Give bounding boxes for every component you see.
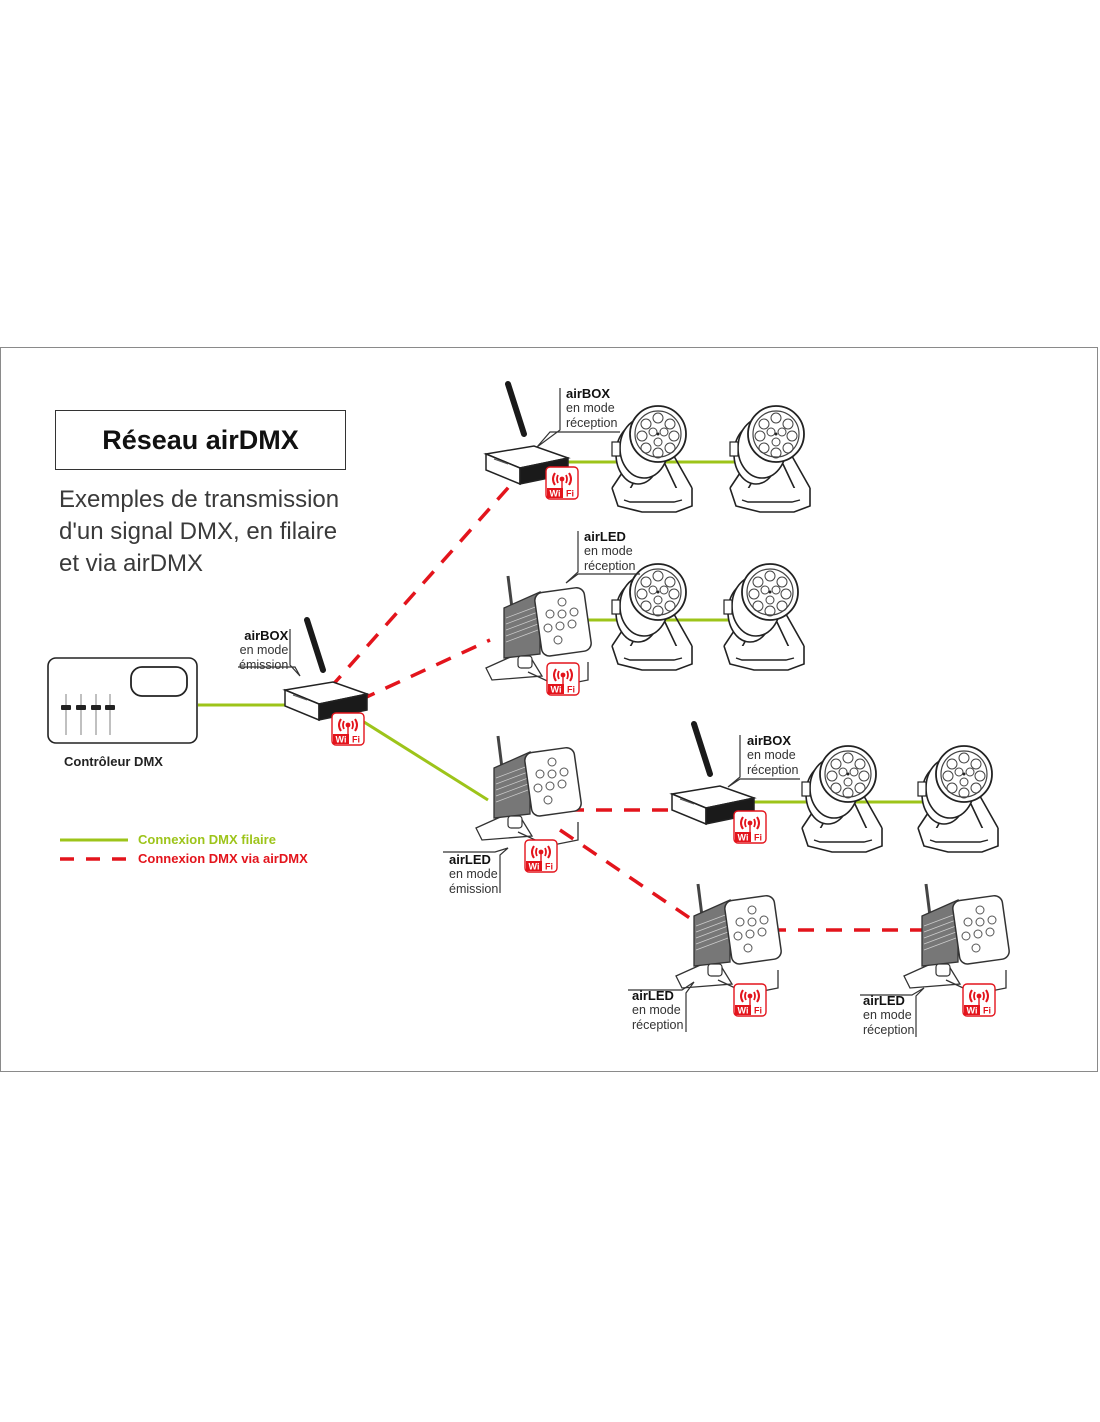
device-label-airled-reception-mid: airLED en mode réception: [584, 529, 635, 574]
wired-connection: [363, 720, 489, 802]
airled-icon: [674, 882, 784, 996]
device-mode: en mode: [632, 1003, 681, 1017]
device-mode: émission: [449, 882, 499, 896]
device-mode: en mode: [863, 1008, 912, 1022]
device-name: airLED: [632, 988, 674, 1003]
device-mode: émission: [239, 658, 289, 672]
par-projector-icon: [723, 563, 805, 671]
device-mode: en mode: [449, 867, 498, 881]
title-box: Réseau airDMX: [55, 410, 346, 470]
wifi-badge-icon: [545, 466, 579, 500]
wireless-connection: [328, 478, 517, 690]
subtitle-line: Exemples de transmission: [59, 486, 340, 513]
subtitle-line: d'un signal DMX, en filaire: [59, 518, 338, 545]
device-name: airBOX: [566, 386, 611, 401]
controller-label: Contrôleur DMX: [64, 754, 163, 769]
diagram-title: Réseau airDMX: [102, 424, 299, 455]
device-mode: réception: [863, 1023, 915, 1037]
airled-icon: [474, 734, 584, 848]
device-mode: réception: [566, 416, 618, 430]
airled-icon: [902, 882, 1012, 996]
device-mode: en mode: [239, 643, 289, 657]
par-projector-icon: [729, 405, 811, 513]
par-projector-icon: [611, 563, 693, 671]
device-label-airbox-reception-right: airBOX en mode réception: [747, 733, 798, 778]
device-name: airBOX: [747, 733, 792, 748]
device-mode: en mode: [584, 544, 633, 558]
par-projector-icon: [801, 745, 883, 853]
wifi-badge-icon: [733, 983, 767, 1017]
device-mode: réception: [747, 763, 799, 777]
wireless-connection: [359, 638, 491, 702]
wireless-connection: [559, 828, 701, 927]
device-mode: en mode: [566, 401, 615, 415]
wifi-badge-icon: [962, 983, 996, 1017]
wifi-badge-icon: [733, 810, 767, 844]
device-mode: réception: [632, 1018, 684, 1032]
wifi-badge-icon: [524, 839, 558, 873]
wifi-badge-icon: [546, 662, 580, 696]
device-label-airbox-emission: airBOX en mode émission: [239, 628, 288, 673]
diagram-frame: [0, 347, 1098, 1072]
par-projector-icon: [917, 745, 999, 853]
wifi-badge-icon: [331, 712, 365, 746]
subtitle-line: et via airDMX: [59, 550, 204, 577]
device-name: airLED: [863, 993, 905, 1008]
legend-wired-label: Connexion DMX filaire: [138, 832, 276, 847]
device-label-airbox-reception-top: airBOX en mode réception: [566, 386, 617, 431]
device-label-airled-reception-bottom-right: airLED en mode réception: [863, 993, 914, 1038]
device-name: airLED: [449, 852, 491, 867]
device-name: airBOX: [244, 628, 289, 643]
device-name: airLED: [584, 529, 626, 544]
device-label-airled-reception-bottom-left: airLED en mode réception: [632, 988, 683, 1033]
callout-pointers: [238, 388, 925, 1037]
legend-wireless-label: Connexion DMX via airDMX: [138, 851, 308, 866]
device-mode: en mode: [747, 748, 796, 762]
subtitle: Exemples de transmission d'un signal DMX…: [59, 484, 379, 580]
device-label-airled-emission: airLED en mode émission: [449, 852, 498, 897]
par-projector-icon: [611, 405, 693, 513]
airbox-icon: [672, 724, 754, 824]
device-mode: réception: [584, 559, 636, 573]
dmx-controller-icon: [47, 657, 198, 744]
